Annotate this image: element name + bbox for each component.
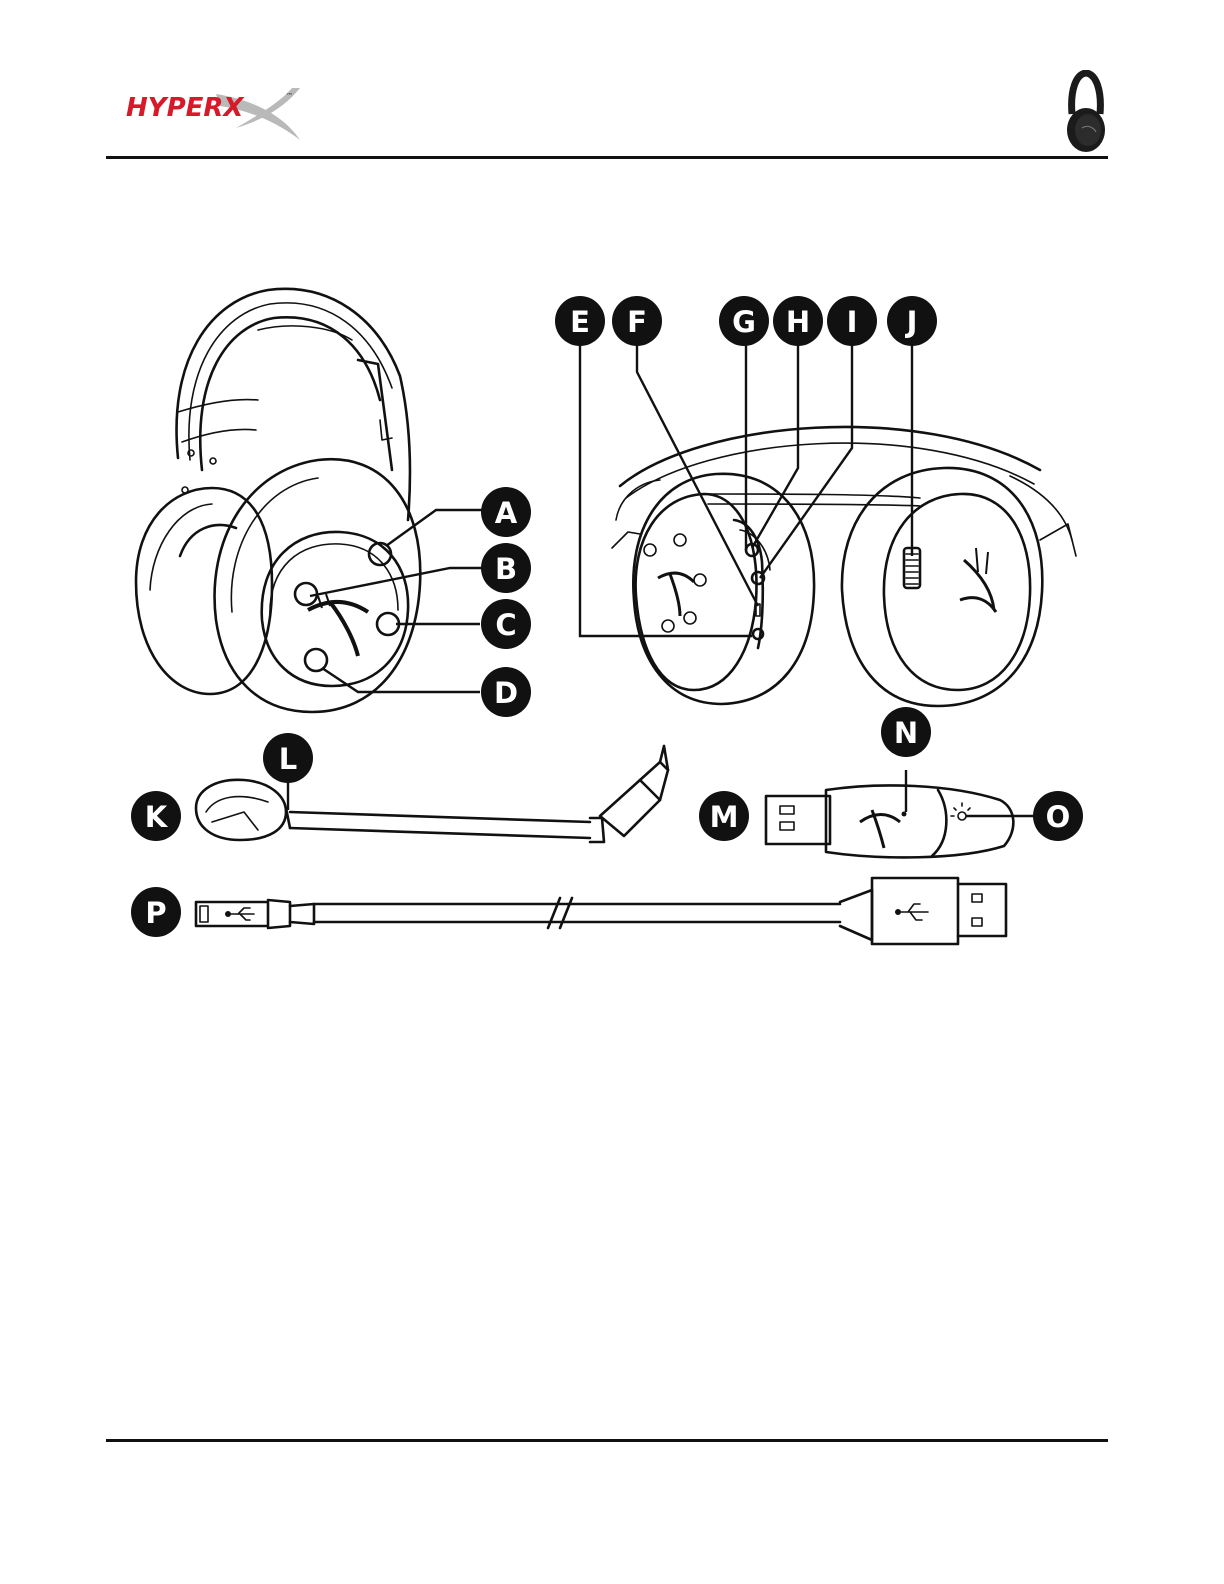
callout-m: M (699, 791, 749, 841)
usb-charging-cable (196, 878, 1006, 944)
callout-e: E (555, 296, 605, 346)
callout-c: C (481, 599, 531, 649)
svg-text:C: C (495, 608, 516, 642)
callout-j: J (887, 296, 937, 346)
callout-k: K (131, 791, 181, 841)
svg-text:D: D (494, 676, 518, 710)
usb-adapter (766, 785, 1013, 857)
svg-text:E: E (570, 305, 590, 339)
svg-text:L: L (279, 742, 297, 776)
svg-text:B: B (495, 552, 517, 586)
svg-text:I: I (847, 305, 858, 339)
svg-text:P: P (145, 896, 166, 930)
usb-icon (225, 908, 254, 920)
svg-text:H: H (786, 305, 810, 339)
callout-p: P (131, 887, 181, 937)
svg-text:F: F (627, 305, 647, 339)
svg-text:O: O (1046, 800, 1071, 834)
led-icon (951, 803, 973, 820)
callout-a: A (481, 487, 531, 537)
callout-b: B (481, 543, 531, 593)
callout-n: N (881, 707, 931, 757)
svg-text:J: J (905, 305, 918, 339)
svg-text:N: N (894, 716, 918, 750)
svg-text:A: A (495, 496, 518, 530)
callout-i: I (827, 296, 877, 346)
callout-l: L (263, 733, 313, 783)
callout-o: O (1033, 791, 1083, 841)
headset-front-view (136, 289, 420, 712)
callout-d: D (481, 667, 531, 717)
svg-text:M: M (710, 800, 739, 834)
svg-text:K: K (145, 800, 169, 834)
headset-side-view (612, 427, 1076, 706)
usb-icon (895, 904, 928, 920)
svg-text:G: G (732, 305, 756, 339)
callout-f: F (612, 296, 662, 346)
callout-h: H (773, 296, 823, 346)
callout-g: G (719, 296, 769, 346)
